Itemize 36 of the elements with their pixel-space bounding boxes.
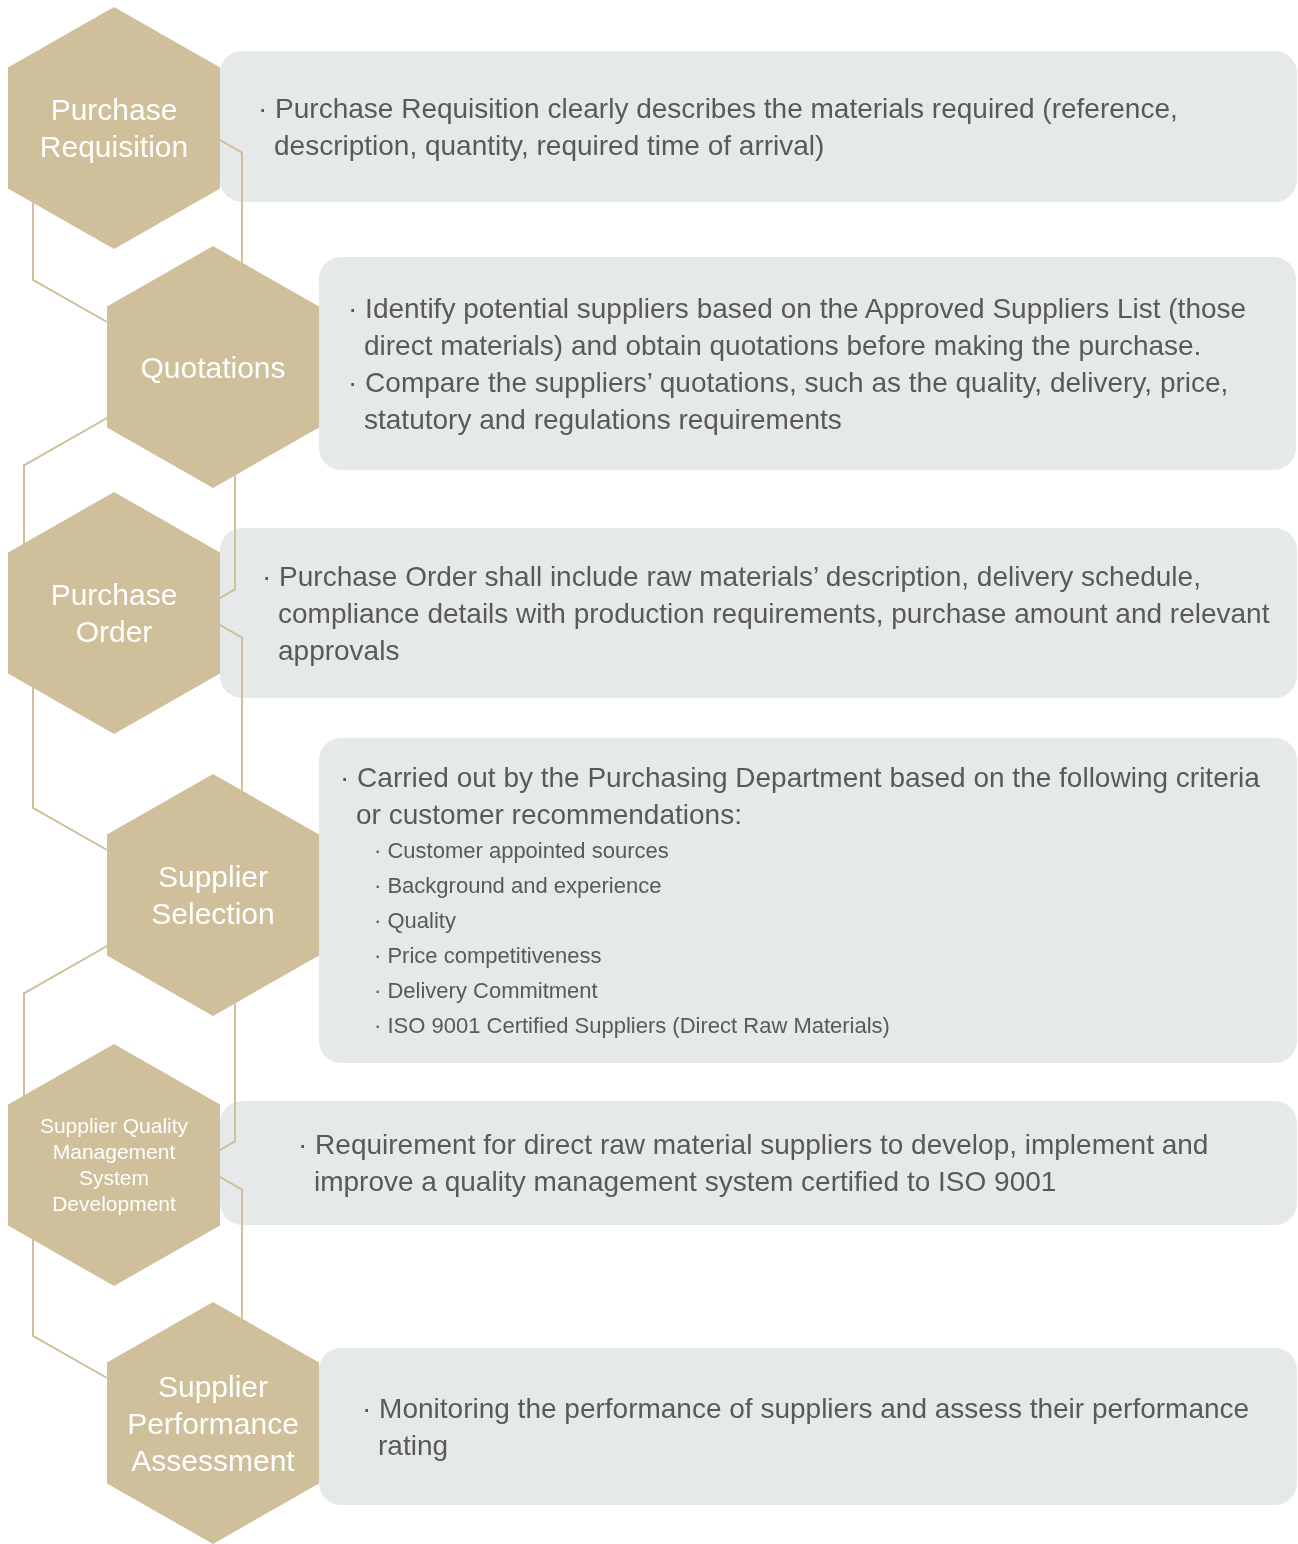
description-text: · Carried out by the Purchasing Department based on the following criteria or customer recommendations: — [340, 760, 1261, 832]
step-title: Quotations — [139, 349, 287, 386]
description-text: · Purchase Requisition clearly describes the materials required (reference, description, quantity, required time of arrival) — [258, 91, 1179, 163]
connector-line — [32, 686, 108, 851]
criteria-item: · Delivery Commitment — [373, 976, 599, 1005]
criteria-item: · ISO 9001 Certified Suppliers (Direct Raw Materials) — [373, 1011, 891, 1040]
criteria-item: · Price competitiveness — [373, 941, 603, 970]
hexagon-step — [8, 7, 220, 249]
hexagon-step — [107, 774, 319, 1016]
step-title: Purchase Order — [49, 577, 179, 650]
criteria-item: · Background and experience — [373, 871, 663, 900]
description-text: · Monitoring the performance of suppliers and assess their performance rating — [362, 1391, 1251, 1463]
description-panel — [220, 51, 1297, 202]
description-panel — [220, 1101, 1297, 1225]
hexagon-step — [107, 1302, 319, 1544]
description-text: · Compare the suppliers’ quotations, such as the quality, delivery, price, statutory and regulations requirements — [348, 365, 1230, 437]
step-title: Purchase Requisition — [38, 92, 190, 165]
description-panel — [319, 1348, 1297, 1505]
description-text: · Purchase Order shall include raw materials’ description, delivery schedule, compliance details with production requirements, purchase amount and relevant approvals — [262, 559, 1271, 668]
description-text: · Requirement for direct raw material suppliers to develop, implement and improve a quality management system certified to ISO 9001 — [298, 1128, 1210, 1199]
connector-line — [23, 417, 108, 545]
connector-line — [32, 1238, 108, 1379]
criteria-item: · Customer appointed sources — [373, 836, 670, 865]
description-panel — [319, 738, 1297, 1063]
hexagon-step — [107, 246, 319, 488]
step-title: Supplier Quality Management System Development — [38, 1113, 190, 1217]
step-title: Supplier Selection — [150, 859, 276, 932]
description-panel — [319, 257, 1296, 470]
description-panel — [220, 528, 1297, 698]
step-title: Supplier Performance Assessment — [126, 1368, 300, 1479]
connector-line — [23, 945, 108, 1097]
connector-line — [32, 201, 108, 323]
hexagon-step — [8, 492, 220, 734]
description-text: · Identify potential suppliers based on the Approved Suppliers List (those direct materials) and obtain quotations before making the purchase. — [348, 291, 1248, 363]
hexagon-step — [8, 1044, 220, 1286]
criteria-item: · Quality — [373, 906, 457, 935]
